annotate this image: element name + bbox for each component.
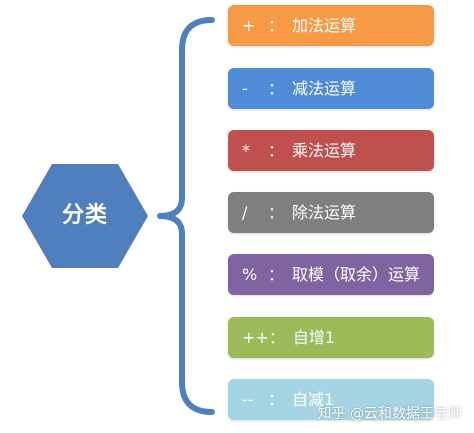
- operator-text: 乘法运算: [292, 141, 357, 160]
- operator-box-subtract: - ： 减法运算: [228, 68, 434, 109]
- center-hexagon: [22, 164, 148, 268]
- operator-separator: ：: [268, 203, 285, 222]
- operator-symbol: %: [242, 265, 258, 284]
- operator-box-decrement: -- ： 自减1: [228, 379, 434, 420]
- operator-separator: ：: [268, 16, 285, 35]
- operator-text: 除法运算: [292, 203, 357, 222]
- operator-box-divide: / ： 除法运算: [228, 192, 434, 233]
- operator-box-increment: ++： 自增1: [228, 317, 434, 358]
- operator-separator: ：: [268, 390, 285, 409]
- operator-text: 取模（取余）运算: [292, 265, 421, 284]
- operator-symbol: --: [242, 390, 254, 409]
- watermark: 知乎 @云和数据王老师: [317, 406, 462, 422]
- operator-symbol: *: [242, 141, 250, 160]
- operator-symbol: /: [242, 203, 248, 222]
- center-label: 分类: [61, 203, 108, 228]
- operator-symbol: -: [242, 79, 248, 98]
- curly-brace: [157, 17, 215, 415]
- operator-box-add: + ： 加法运算: [228, 5, 434, 46]
- operator-box-modulo: % ： 取模（取余）运算: [228, 254, 434, 295]
- operator-separator: ：: [268, 265, 285, 284]
- operator-text: 加法运算: [292, 16, 357, 35]
- operator-separator: ：: [268, 79, 285, 98]
- operator-separator: ：: [268, 328, 285, 347]
- operator-symbol: ++: [242, 328, 269, 347]
- operator-box-multiply: * ： 乘法运算: [228, 130, 434, 171]
- operator-text: 自增1: [292, 328, 336, 347]
- operator-text: 自减1: [292, 390, 335, 409]
- operator-symbol: +: [242, 16, 256, 35]
- operator-separator: ：: [268, 141, 285, 160]
- operator-text: 减法运算: [292, 79, 357, 98]
